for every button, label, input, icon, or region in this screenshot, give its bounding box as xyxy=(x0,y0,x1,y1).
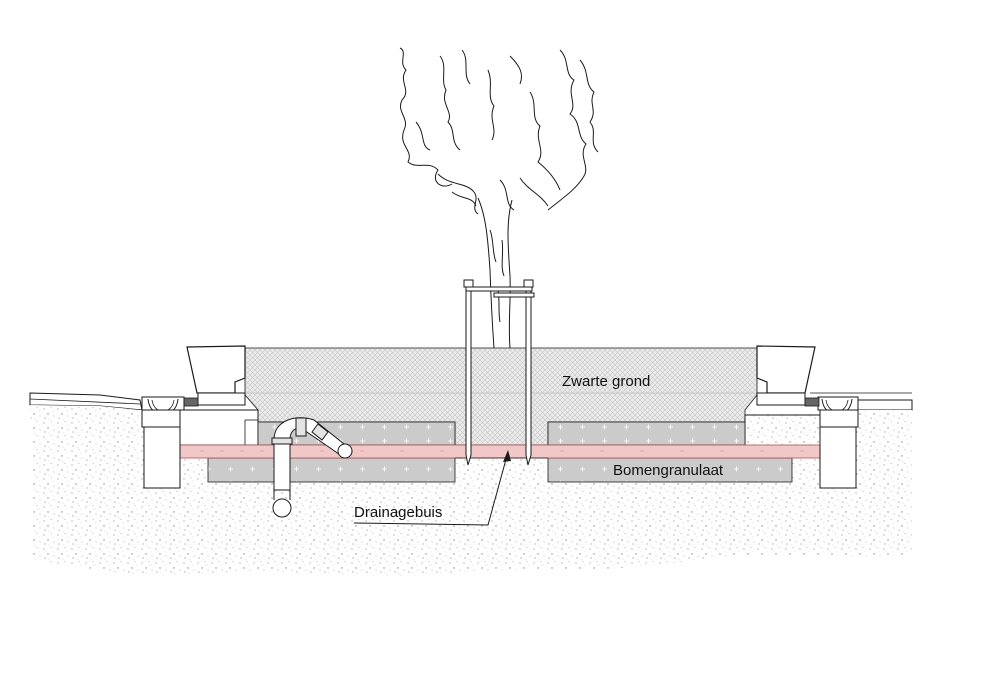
leader-arrowhead xyxy=(503,450,511,462)
left-foundation xyxy=(30,405,150,439)
drainage-leader-line xyxy=(353,451,509,526)
left-kerb-stone xyxy=(186,345,246,394)
right-kerb-base xyxy=(744,414,823,448)
drainage-pipe xyxy=(271,417,353,518)
right-pavement xyxy=(854,399,913,411)
right-gutter-drain xyxy=(804,396,859,489)
label-drainage-pipe: Drainagebuis xyxy=(354,504,442,521)
label-tree-granulate: Bomengranulaat xyxy=(613,462,724,479)
granulate-lower-left xyxy=(207,457,456,483)
tree-stakes xyxy=(463,279,535,466)
right-foundation xyxy=(855,410,912,453)
label-black-soil: Zwarte grond xyxy=(562,373,650,390)
left-gutter-drain xyxy=(141,396,199,489)
right-kerb-stone xyxy=(756,345,816,394)
subsoil xyxy=(32,434,912,576)
granulate-lower-right xyxy=(547,457,793,483)
granulate-upper-right xyxy=(547,421,746,446)
tree-crown xyxy=(399,47,599,215)
tree-trunk xyxy=(477,197,513,349)
left-kerb-base xyxy=(179,409,259,446)
